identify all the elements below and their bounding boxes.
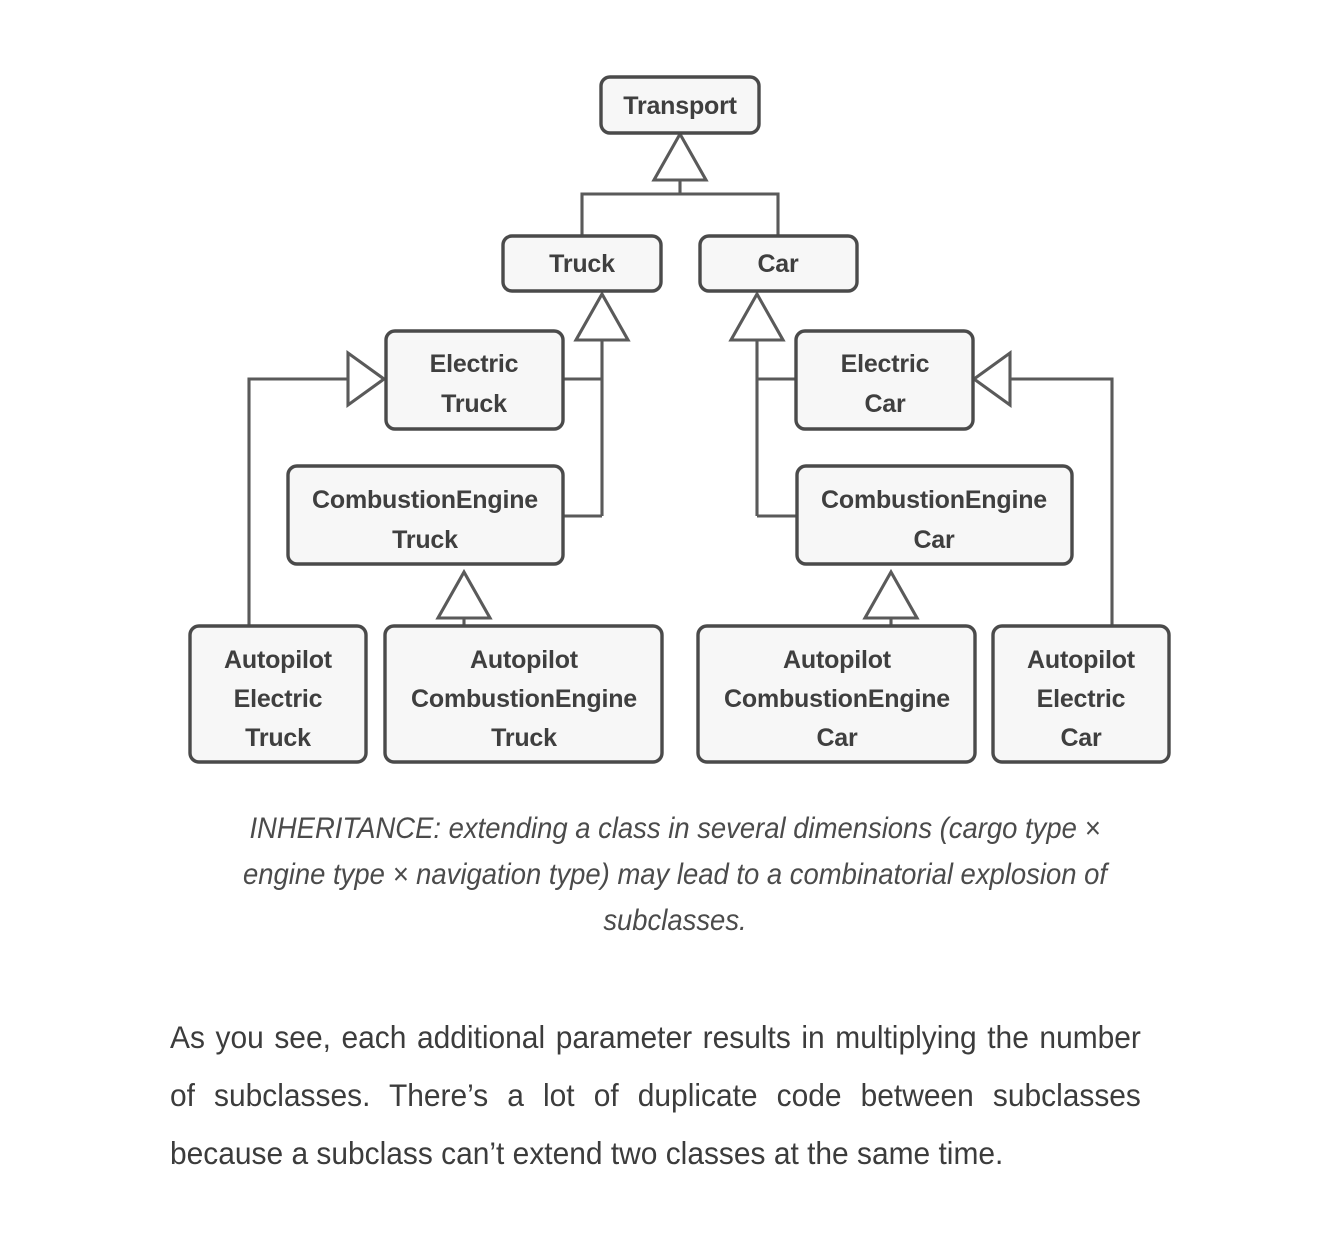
node-car[interactable]: Car [698, 234, 859, 293]
node-combustion-truck[interactable]: CombustionEngine Truck [286, 464, 565, 566]
generalization-arrow-truck [573, 290, 631, 342]
edge-car-to-transport [680, 192, 780, 238]
node-electric-car[interactable]: Electric Car [794, 329, 975, 431]
generalization-arrow-electric-car [971, 349, 1012, 409]
node-combustion-truck-label-line2: Truck [392, 526, 458, 554]
node-car-box[interactable] [698, 234, 859, 293]
node-autopilot-electric-car-box[interactable] [991, 624, 1171, 764]
generalization-arrow-combustion-car [862, 568, 920, 620]
node-combustion-car-label-line2: Car [913, 526, 955, 554]
node-truck-label: Truck [549, 250, 615, 278]
edge-autopilot-electric-car-to-electric-car [1008, 377, 1114, 626]
node-combustion-car[interactable]: CombustionEngine Car [795, 464, 1074, 566]
node-autopilot-combustion-car-box[interactable] [696, 624, 977, 764]
node-electric-car-label-line2: Car [864, 390, 906, 418]
node-electric-truck-label-line2: Truck [441, 390, 507, 418]
node-autopilot-combustion-truck-label-line1: Autopilot [470, 646, 579, 674]
node-transport[interactable]: Transport [599, 75, 761, 135]
node-truck-box[interactable] [501, 234, 663, 293]
inheritance-diagram: Transport Truck Car Electric Truck C [188, 75, 1171, 764]
figure-caption: INHERITANCE: extending a class in severa… [243, 812, 1107, 937]
node-transport-label: Transport [623, 92, 737, 120]
node-autopilot-electric-car-label-line3: Car [1060, 724, 1102, 752]
generalization-arrow-electric-truck [346, 349, 387, 409]
node-autopilot-electric-car-label-line1: Autopilot [1027, 646, 1136, 674]
node-autopilot-combustion-car-label-line3: Car [816, 724, 858, 752]
node-autopilot-electric-car-label-line2: Electric [1037, 685, 1126, 713]
node-autopilot-electric-truck-label-line3: Truck [245, 724, 311, 752]
edge-autopilot-electric-truck-to-electric-truck [247, 377, 352, 626]
node-autopilot-combustion-truck-label-line3: Truck [491, 724, 557, 752]
node-combustion-car-box[interactable] [795, 464, 1074, 566]
node-truck[interactable]: Truck [501, 234, 663, 293]
node-car-label: Car [757, 250, 799, 278]
node-electric-car-box[interactable] [794, 329, 975, 431]
node-electric-truck-label-line1: Electric [430, 350, 519, 378]
node-autopilot-combustion-car-label-line2: CombustionEngine [724, 685, 950, 713]
arrowhead-layer [346, 130, 1012, 620]
node-autopilot-electric-truck-box[interactable] [188, 624, 368, 764]
edge-layer [247, 158, 1114, 626]
node-autopilot-electric-car[interactable]: Autopilot Electric Car [991, 624, 1171, 764]
node-electric-car-label-line1: Electric [841, 350, 930, 378]
node-combustion-car-label-line1: CombustionEngine [821, 486, 1047, 514]
node-autopilot-electric-truck-label-line1: Autopilot [224, 646, 333, 674]
generalization-arrow-combustion-truck [435, 568, 493, 620]
node-autopilot-combustion-truck-label-line2: CombustionEngine [411, 685, 637, 713]
node-autopilot-combustion-truck[interactable]: Autopilot CombustionEngine Truck [383, 624, 664, 764]
node-electric-truck[interactable]: Electric Truck [384, 329, 565, 431]
node-autopilot-combustion-car-label-line1: Autopilot [783, 646, 892, 674]
generalization-arrow-transport [651, 130, 709, 182]
node-electric-truck-box[interactable] [384, 329, 565, 431]
node-autopilot-combustion-truck-box[interactable] [383, 624, 664, 764]
node-combustion-truck-label-line1: CombustionEngine [312, 486, 538, 514]
node-autopilot-combustion-car[interactable]: Autopilot CombustionEngine Car [696, 624, 977, 764]
uml-diagram-svg: Transport Truck Car Electric Truck C [188, 75, 1171, 764]
node-autopilot-electric-truck[interactable]: Autopilot Electric Truck [188, 624, 368, 764]
node-transport-box[interactable] [599, 75, 761, 135]
generalization-arrow-car [728, 290, 786, 342]
node-combustion-truck-box[interactable] [286, 464, 565, 566]
body-paragraph: As you see, each additional parameter re… [170, 1019, 1141, 1171]
node-autopilot-electric-truck-label-line2: Electric [234, 685, 323, 713]
